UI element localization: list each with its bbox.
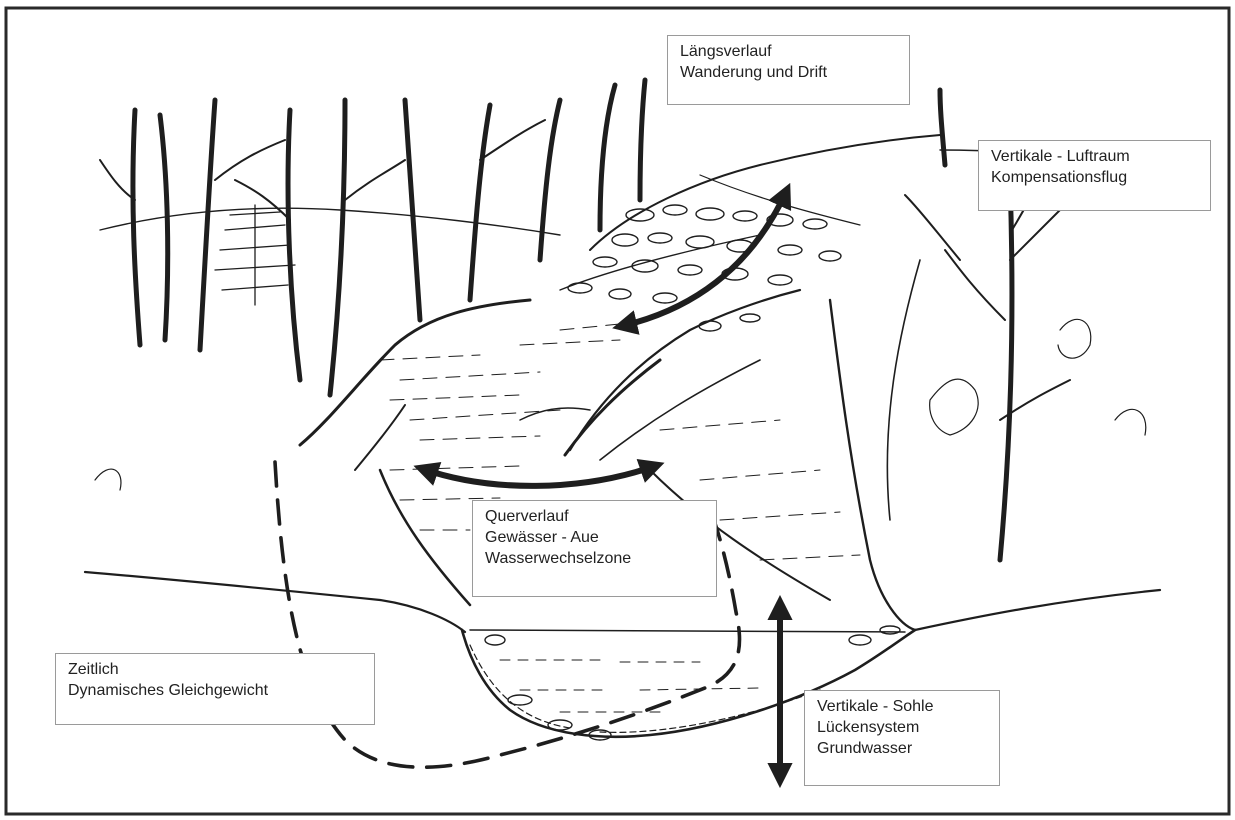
vertikale-luftraum-line-2: Kompensationsflug bbox=[991, 167, 1200, 188]
label-zeitlich: Zeitlich Dynamisches Gleichgewicht bbox=[55, 653, 375, 725]
laengsverlauf-line-1: Längsverlauf bbox=[680, 41, 899, 62]
zeitlich-line-2: Dynamisches Gleichgewicht bbox=[68, 680, 364, 701]
vertikale-sohle-line-2: Lückensystem bbox=[817, 717, 989, 738]
querverlauf-line-3: Wasserwechselzone bbox=[485, 548, 706, 569]
vertikale-sohle-line-1: Vertikale - Sohle bbox=[817, 696, 989, 717]
vertikale-luftraum-line-1: Vertikale - Luftraum bbox=[991, 146, 1200, 167]
longitudinal-arrow bbox=[622, 192, 786, 326]
label-laengsverlauf: Längsverlauf Wanderung und Drift bbox=[667, 35, 910, 105]
riffle-stones bbox=[485, 205, 900, 740]
zeitlich-line-1: Zeitlich bbox=[68, 659, 364, 680]
label-vertikale-sohle: Vertikale - Sohle Lückensystem Grundwass… bbox=[804, 690, 1000, 786]
label-vertikale-luftraum: Vertikale - Luftraum Kompensationsflug bbox=[978, 140, 1211, 211]
lateral-arrow bbox=[423, 466, 655, 486]
querverlauf-line-1: Querverlauf bbox=[485, 506, 706, 527]
querverlauf-line-2: Gewässer - Aue bbox=[485, 527, 706, 548]
vertikale-sohle-line-3: Grundwasser bbox=[817, 738, 989, 759]
laengsverlauf-line-2: Wanderung und Drift bbox=[680, 62, 899, 83]
label-querverlauf: Querverlauf Gewässer - Aue Wasserwechsel… bbox=[472, 500, 717, 597]
